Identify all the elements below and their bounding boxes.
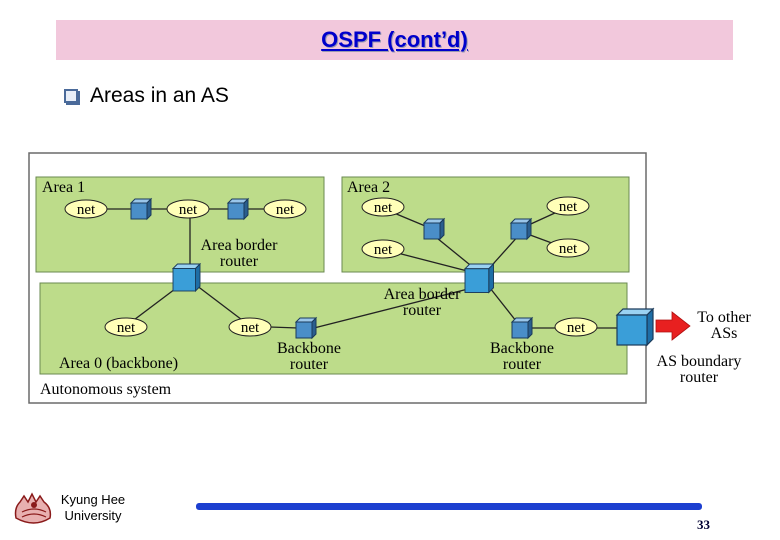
area2-border-router <box>464 263 494 293</box>
area1-border-router <box>172 263 201 292</box>
area1-abr-label-line2: router <box>220 253 259 270</box>
area-1-box <box>35 176 325 273</box>
area1-net-label-1: net <box>77 202 96 218</box>
area2-net-ellipse-2 <box>546 196 590 216</box>
area0-abr-label-line2: router <box>403 302 442 319</box>
area1-net-label-2: net <box>179 202 198 218</box>
footer-divider <box>196 503 702 510</box>
area0-abr-label-line1: Area border <box>384 286 462 303</box>
backbone-router-2 <box>511 317 533 339</box>
area1-router-2 <box>227 198 249 220</box>
area0-net-label-2: net <box>241 320 260 336</box>
area-2-label: Area 2 <box>347 179 390 196</box>
title-bar: OSPF (cont’d) <box>56 20 733 60</box>
area1-router-1 <box>130 198 152 220</box>
asbr-label-line2: router <box>680 369 719 386</box>
area1-abr-label-line1: Area border <box>201 237 279 254</box>
university-seal-icon <box>14 492 52 524</box>
area1-net-ellipse-3 <box>263 199 307 219</box>
area2-router-2 <box>510 218 532 240</box>
area-1-label: Area 1 <box>42 179 85 196</box>
backbone2-label-line2: router <box>503 356 542 373</box>
page-number: 33 <box>697 517 710 532</box>
area1-net-ellipse-2 <box>166 199 210 219</box>
backbone1-label-line2: router <box>290 356 329 373</box>
bullet-item: Areas in an AS <box>64 84 229 108</box>
area2-net-label-4: net <box>559 241 578 257</box>
university-name: Kyung Hee University <box>60 492 126 523</box>
area0-net-label-1: net <box>117 320 136 336</box>
area0-net-ellipse-1 <box>104 317 148 337</box>
autonomous-system-label: Autonomous system <box>40 381 172 398</box>
as-boundary-router <box>616 308 654 346</box>
area2-net-label-2: net <box>559 199 578 215</box>
backbone-router-1 <box>295 317 317 339</box>
slide-title: OSPF (cont’d) <box>321 27 468 52</box>
area2-net-ellipse-4 <box>546 238 590 258</box>
area0-net-ellipse-3 <box>554 317 598 337</box>
checkbox-bullet-icon <box>64 89 80 105</box>
to-other-as-arrow <box>655 311 691 341</box>
area1-net-label-3: net <box>276 202 295 218</box>
asbr-label-line1: AS boundary <box>657 353 742 370</box>
area0-net-ellipse-2 <box>228 317 272 337</box>
area2-net-label-3: net <box>374 242 393 258</box>
bullet-text: Areas in an AS <box>90 84 229 107</box>
area-0-label: Area 0 (backbone) <box>59 355 178 372</box>
other-as-label-line2: ASs <box>711 325 738 342</box>
area2-net-ellipse-3 <box>361 239 405 259</box>
other-as-label-line1: To other <box>697 309 751 326</box>
area1-net-ellipse-1 <box>64 199 108 219</box>
area2-router-1 <box>423 218 445 240</box>
area2-net-label-1: net <box>374 200 393 216</box>
area0-net-label-3: net <box>567 320 586 336</box>
backbone1-label-line1: Backbone <box>277 340 341 357</box>
area2-net-ellipse-1 <box>361 197 405 217</box>
backbone2-label-line1: Backbone <box>490 340 554 357</box>
